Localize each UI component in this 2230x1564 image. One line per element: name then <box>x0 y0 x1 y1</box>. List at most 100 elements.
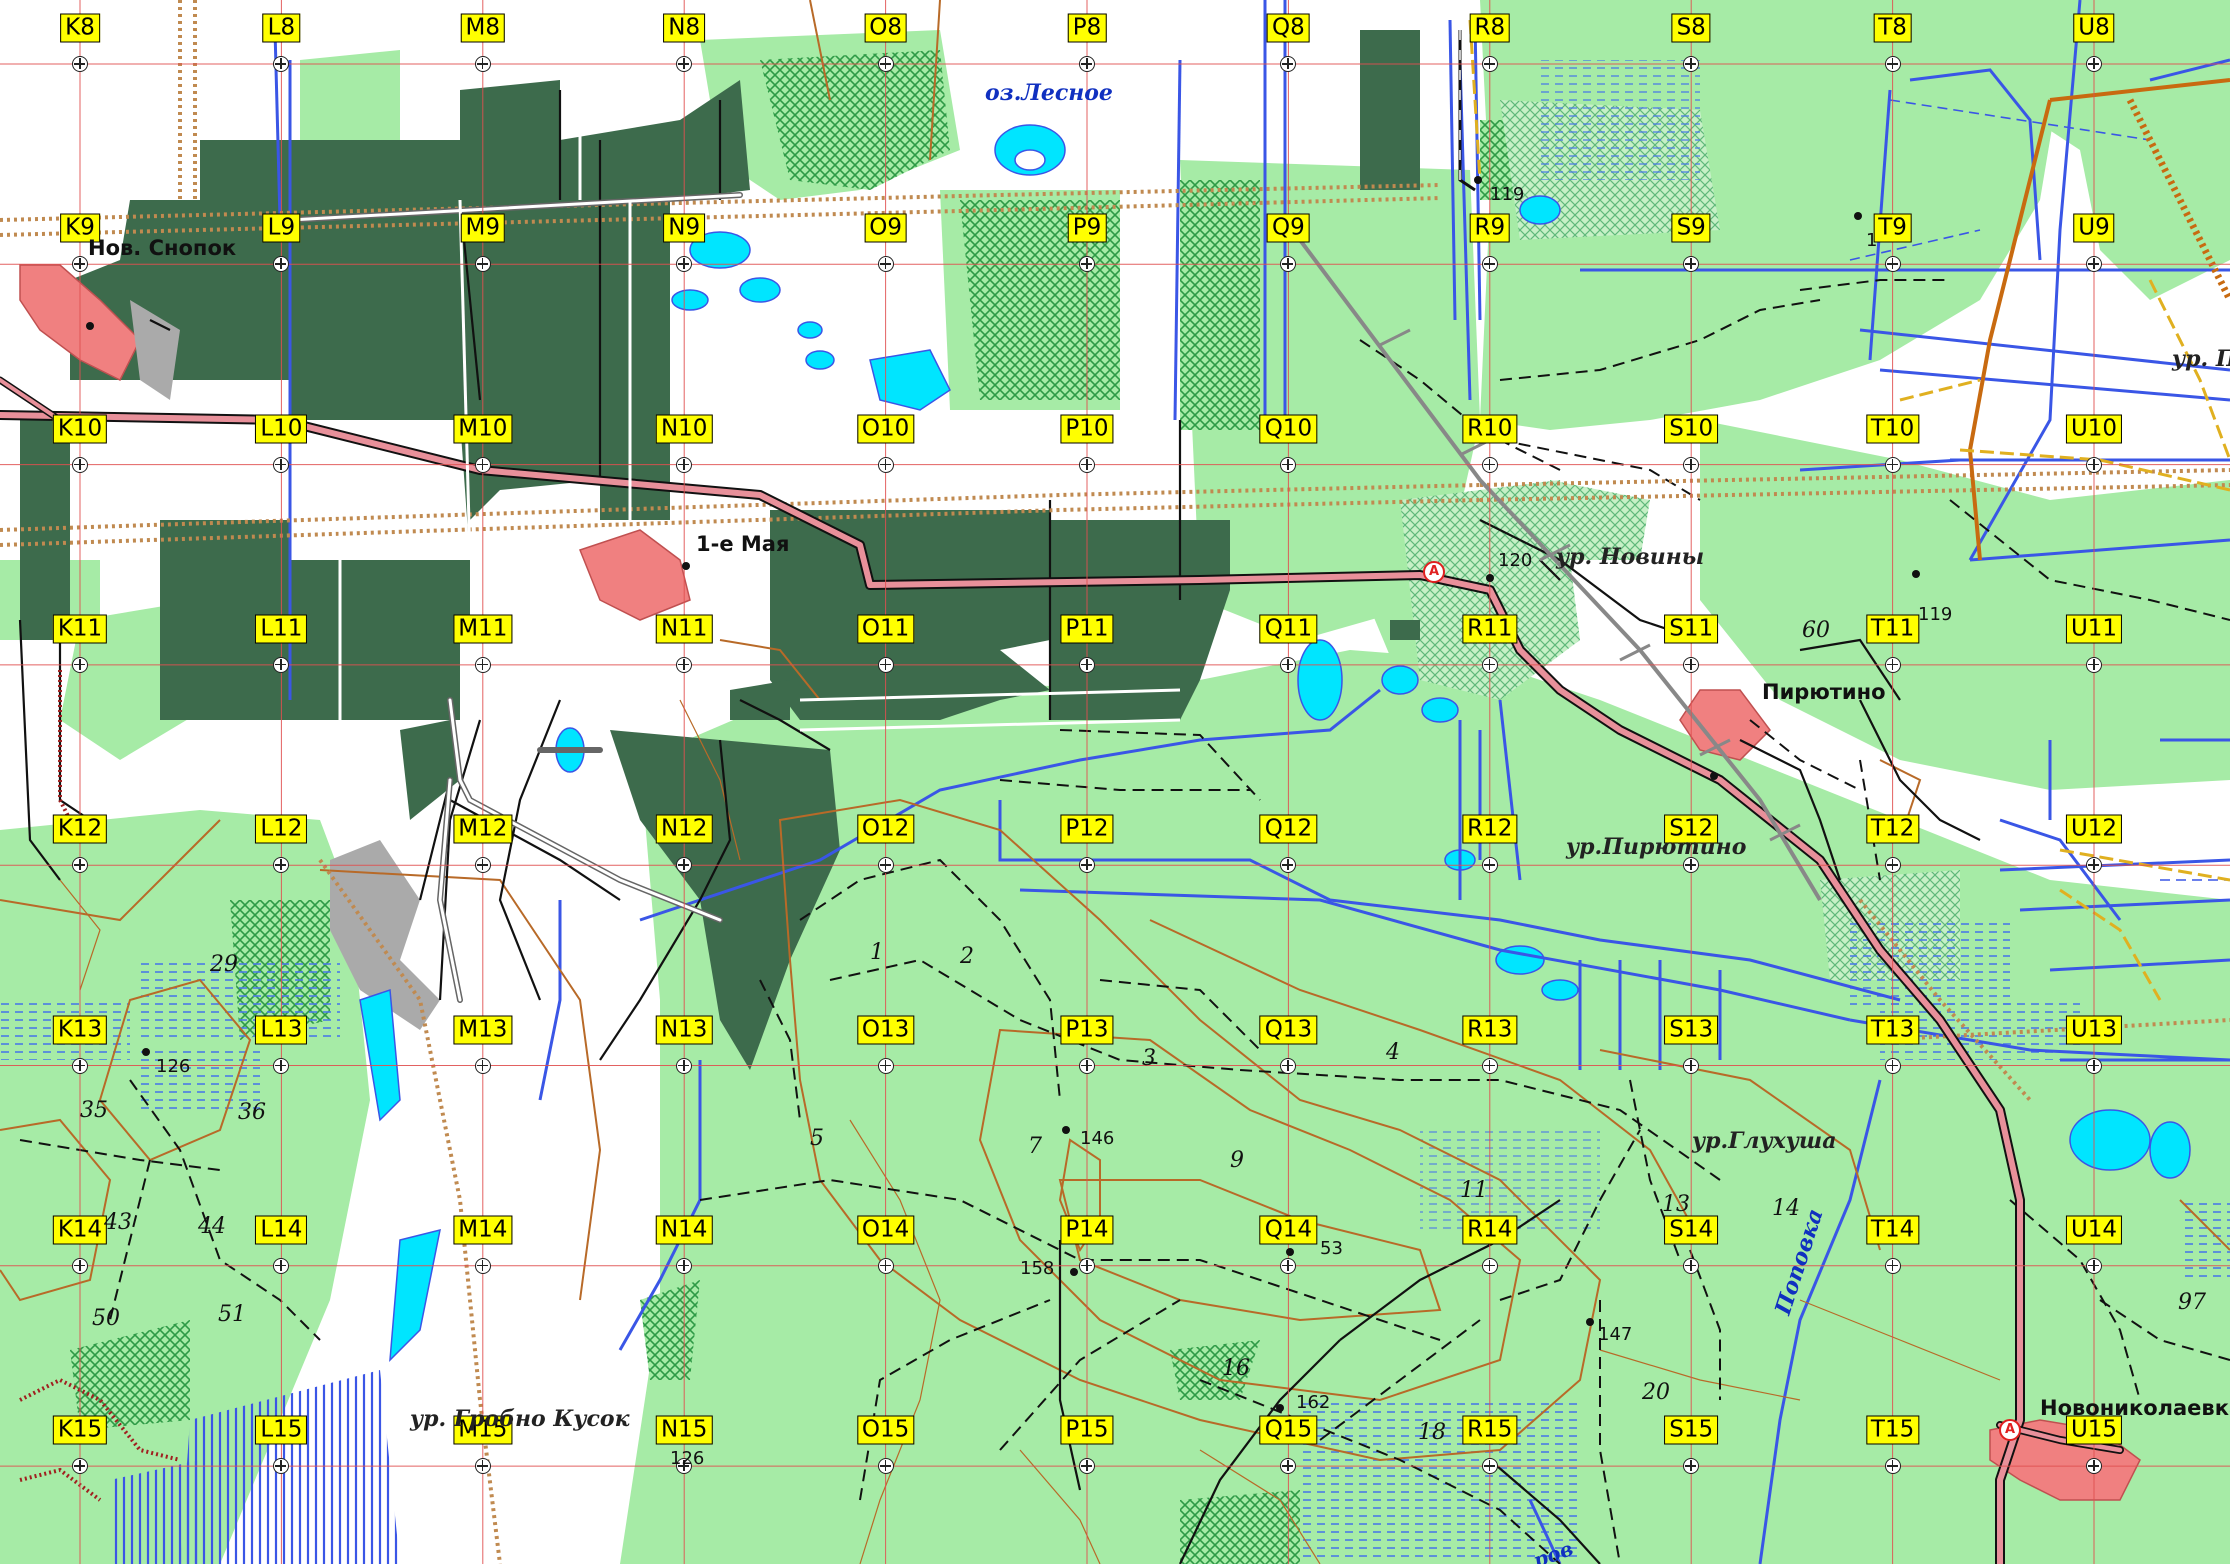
grid-crosshair-icon <box>273 1458 290 1475</box>
grid-label-L8: L8 <box>262 13 301 43</box>
grid-crosshair-icon <box>474 1057 491 1074</box>
grid-label-S8: S8 <box>1671 13 1711 43</box>
grid-label-U9: U9 <box>2073 213 2115 243</box>
grid-label-N10: N10 <box>655 414 713 444</box>
grid-crosshair-icon <box>1079 1057 1095 1074</box>
grid-label-N11: N11 <box>655 614 713 644</box>
height-point <box>1912 570 1920 578</box>
highway-sign-a2: A <box>1999 1419 2021 1441</box>
grid-crosshair-icon <box>1884 857 1901 874</box>
grid-label-L15: L15 <box>255 1415 308 1445</box>
grid-crosshair-icon <box>1481 1057 1498 1074</box>
white-tracks <box>338 80 1181 732</box>
grid-label-K11: K11 <box>52 614 108 644</box>
grid-crosshair-icon <box>72 456 88 473</box>
grid-label-T12: T12 <box>1865 814 1920 844</box>
grid-label-S9: S9 <box>1671 213 1711 243</box>
grid-crosshair-icon <box>2086 857 2102 874</box>
height-point <box>1710 772 1718 780</box>
block-number: 43 <box>104 1210 132 1235</box>
grid-crosshair-icon <box>1280 1057 1297 1074</box>
grid-crosshair-icon <box>877 256 894 273</box>
block-number: 7 <box>1028 1134 1042 1159</box>
block-number: 35 <box>80 1098 108 1123</box>
orange-boundary <box>1967 78 2230 561</box>
rivers <box>273 0 2230 1564</box>
grid-crosshair-icon <box>1683 56 1700 72</box>
grid-label-R13: R13 <box>1462 1015 1518 1044</box>
grid-label-T8: T8 <box>1873 13 1912 43</box>
tract-p: ур. П <box>2172 346 2230 372</box>
grid-crosshair-icon <box>72 256 88 273</box>
grid-crosshair-icon <box>72 1458 88 1475</box>
grid-crosshair-icon <box>474 456 491 473</box>
height-point <box>1286 1248 1294 1256</box>
water-lesnoe: оз.Лесное <box>985 80 1113 106</box>
grid-label-T13: T13 <box>1865 1015 1920 1044</box>
grid-crosshair-icon <box>1079 256 1095 273</box>
grid-label-T11: T11 <box>1865 614 1920 644</box>
height-point <box>1586 1318 1594 1326</box>
grid-crosshair-icon <box>2086 256 2102 273</box>
grid-crosshair-icon <box>1683 1057 1700 1074</box>
grid-crosshair-icon <box>474 1458 491 1475</box>
grid-crosshair-icon <box>676 256 693 273</box>
grid-label-T15: T15 <box>1865 1415 1920 1445</box>
grid-label-K10: K10 <box>52 414 108 444</box>
grid-label-U8: U8 <box>2073 13 2115 43</box>
grid-label-Q10: Q10 <box>1259 414 1318 444</box>
grid-label-R8: R8 <box>1469 13 1511 43</box>
grid-label-L11: L11 <box>255 614 308 644</box>
block-number: 51 <box>218 1302 246 1327</box>
grid-label-T9: T9 <box>1873 213 1912 243</box>
reed-fields <box>110 1370 400 1564</box>
grid-crosshair-icon <box>1683 1257 1700 1274</box>
grid-crosshair-icon <box>877 857 894 874</box>
grid-label-L13: L13 <box>255 1015 308 1044</box>
grid-crosshair-icon <box>1079 1257 1095 1274</box>
grid-crosshair-icon <box>877 456 894 473</box>
grid-crosshair-icon <box>1079 1458 1095 1475</box>
tract-novin: ур. Новины <box>1556 544 1705 570</box>
grid-crosshair-icon <box>1683 1458 1700 1475</box>
elevation-146: 146 <box>1080 1128 1115 1149</box>
tract-pirjutino: ур.Пирютино <box>1566 834 1747 860</box>
grid-crosshair-icon <box>273 1257 290 1274</box>
block-number: 9 <box>1230 1148 1244 1173</box>
tract-gluhusha: ур.Глухуша <box>1692 1128 1837 1154</box>
place-novonikolaevka: Новониколаевка <box>2040 1396 2230 1420</box>
grid-label-P11: P11 <box>1060 614 1114 644</box>
grid-crosshair-icon <box>1683 857 1700 874</box>
block-number: 4 <box>1386 1040 1400 1065</box>
grid-label-L10: L10 <box>255 414 308 444</box>
grid-label-U10: U10 <box>2065 414 2123 444</box>
block-number: 36 <box>238 1100 266 1125</box>
highway-sign-a1: A <box>1423 561 1445 583</box>
grid-label-T10: T10 <box>1865 414 1920 444</box>
block-number: 14 <box>1772 1196 1800 1221</box>
grid-label-M11: M11 <box>453 614 513 644</box>
grid-label-U14: U14 <box>2065 1215 2123 1245</box>
grid-label-Q14: Q14 <box>1259 1215 1318 1245</box>
grid-label-N15: N15 <box>655 1415 713 1445</box>
grid-crosshair-icon <box>1884 56 1901 72</box>
grid-crosshair-icon <box>273 656 290 673</box>
grid-label-M8: M8 <box>460 13 506 43</box>
grid-label-R14: R14 <box>1462 1215 1518 1245</box>
cliff <box>19 670 181 1502</box>
grid-label-Q12: Q12 <box>1259 814 1318 844</box>
grid-label-K15: K15 <box>52 1415 108 1445</box>
grid-label-U12: U12 <box>2065 814 2123 844</box>
elevation-153: 53 <box>1320 1238 1343 1259</box>
grid-label-O12: O12 <box>856 814 915 844</box>
grid-crosshair-icon <box>1481 256 1498 273</box>
elevation-158: 158 <box>1020 1258 1055 1279</box>
grid-crosshair-icon <box>1079 56 1095 72</box>
power-line-ticks <box>1379 328 1801 842</box>
elevation-119a: 119 <box>1490 184 1525 205</box>
grid-crosshair-icon <box>1884 456 1901 473</box>
grid-crosshair-icon <box>273 1057 290 1074</box>
grid-crosshair-icon <box>72 857 88 874</box>
grid-crosshair-icon <box>1280 456 1297 473</box>
grid-crosshair-icon <box>877 656 894 673</box>
